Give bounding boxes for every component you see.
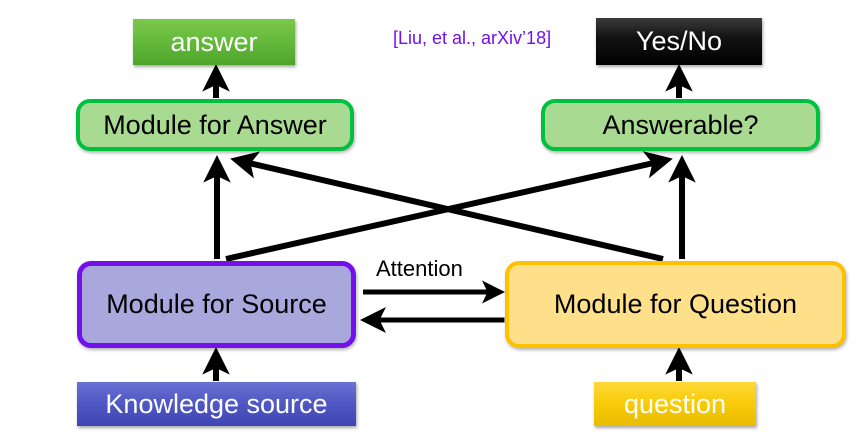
citation-reference: [Liu, et al., arXiv’18] bbox=[393, 28, 552, 48]
arrow-source-to-answerable-diagonal bbox=[225, 151, 673, 262]
node-module-for-question[interactable]: Module for Question bbox=[505, 261, 846, 348]
node-module-for-answer[interactable]: Module for Answer bbox=[76, 99, 354, 151]
node-yesno-label: Yes/No bbox=[635, 26, 723, 57]
node-knowledge-source[interactable]: Knowledge source bbox=[77, 382, 356, 426]
node-module-for-question-label: Module for Question bbox=[553, 289, 798, 320]
node-answer[interactable]: answer bbox=[133, 19, 295, 65]
node-question[interactable]: question bbox=[594, 382, 756, 426]
node-question-label: question bbox=[623, 388, 727, 419]
node-module-for-source-label: Module for Source bbox=[106, 289, 327, 320]
node-answer-label: answer bbox=[170, 26, 258, 57]
node-knowledge-source-label: Knowledge source bbox=[105, 388, 328, 419]
node-answerable-label: Answerable? bbox=[602, 109, 759, 140]
node-yesno[interactable]: Yes/No bbox=[596, 18, 762, 65]
node-module-for-answer-label: Module for Answer bbox=[103, 109, 327, 140]
attention-edge-label: Attention bbox=[376, 256, 463, 281]
node-module-for-source[interactable]: Module for Source bbox=[77, 261, 356, 348]
node-answerable[interactable]: Answerable? bbox=[541, 99, 820, 151]
